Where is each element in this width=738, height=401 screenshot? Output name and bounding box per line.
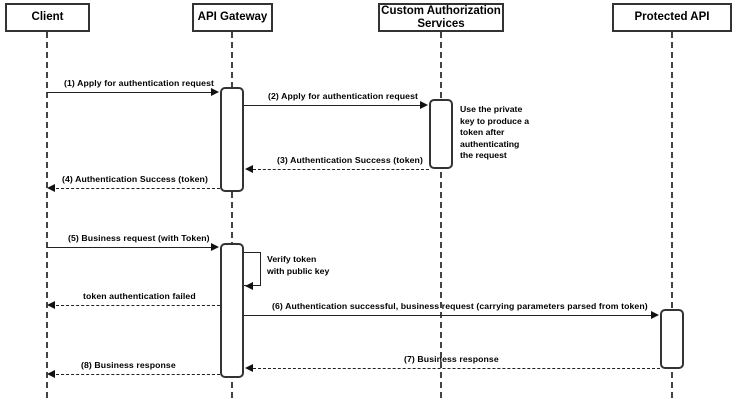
message-8-arrowhead xyxy=(47,369,55,378)
message-token-auth-failed-label: token authentication failed xyxy=(83,291,196,301)
message-3-label: (3) Authentication Success (token) xyxy=(277,155,423,165)
message-6-arrowhead xyxy=(651,310,659,319)
message-3-line xyxy=(253,169,429,170)
message-4-label: (4) Authentication Success (token) xyxy=(62,174,208,184)
message-1-arrowhead xyxy=(211,87,219,96)
message-8-label: (8) Business response xyxy=(81,360,176,370)
activation-api-gateway-auth xyxy=(220,87,244,192)
message-1-label: (1) Apply for authentication request xyxy=(64,78,215,88)
message-8-line xyxy=(56,374,220,375)
message-5-line xyxy=(47,247,213,248)
note-verify-token: Verify token with public key xyxy=(267,254,330,276)
message-2-arrowhead xyxy=(420,100,428,109)
message-7-arrowhead xyxy=(245,363,253,372)
message-3-arrowhead xyxy=(245,164,253,173)
message-2-line xyxy=(244,105,422,106)
message-token-auth-failed-line xyxy=(56,305,220,306)
message-5-label: (5) Business request (with Token) xyxy=(68,233,210,243)
activation-protected-api xyxy=(660,309,684,369)
lifeline-custom-authorization-services xyxy=(440,32,442,398)
message-2-label: (2) Apply for authentication request xyxy=(268,91,419,101)
message-7-line xyxy=(253,368,660,369)
message-6-label: (6) Authentication successful, business … xyxy=(272,301,648,311)
lifeline-head-api-gateway[interactable]: API Gateway xyxy=(192,3,273,32)
lifeline-api-gateway xyxy=(231,32,233,398)
note-private-key: Use the private key to produce a token a… xyxy=(460,104,530,160)
lifeline-head-custom-authorization-services[interactable]: Custom Authorization Services xyxy=(378,3,504,32)
lifeline-head-client-label: Client xyxy=(31,11,64,23)
lifeline-head-protected-api[interactable]: Protected API xyxy=(612,3,732,32)
lifeline-head-custom-authorization-services-label: Custom Authorization Services xyxy=(381,4,501,30)
message-self-verify-token-arrowhead xyxy=(245,281,253,290)
activation-api-gateway-business xyxy=(220,243,244,378)
message-4-line xyxy=(56,188,220,189)
lifeline-protected-api xyxy=(671,32,673,398)
message-6-line xyxy=(244,315,652,316)
lifeline-head-protected-api-label: Protected API xyxy=(634,11,710,23)
lifeline-client xyxy=(46,32,48,398)
lifeline-head-api-gateway-label: API Gateway xyxy=(197,11,268,23)
message-token-auth-failed-arrowhead xyxy=(47,300,55,309)
lifeline-head-client[interactable]: Client xyxy=(5,3,90,32)
activation-custom-auth xyxy=(429,99,453,169)
message-4-arrowhead xyxy=(47,183,55,192)
message-5-arrowhead xyxy=(211,242,219,251)
message-1-line xyxy=(47,92,213,93)
message-7-label: (7) Business response xyxy=(404,354,499,364)
